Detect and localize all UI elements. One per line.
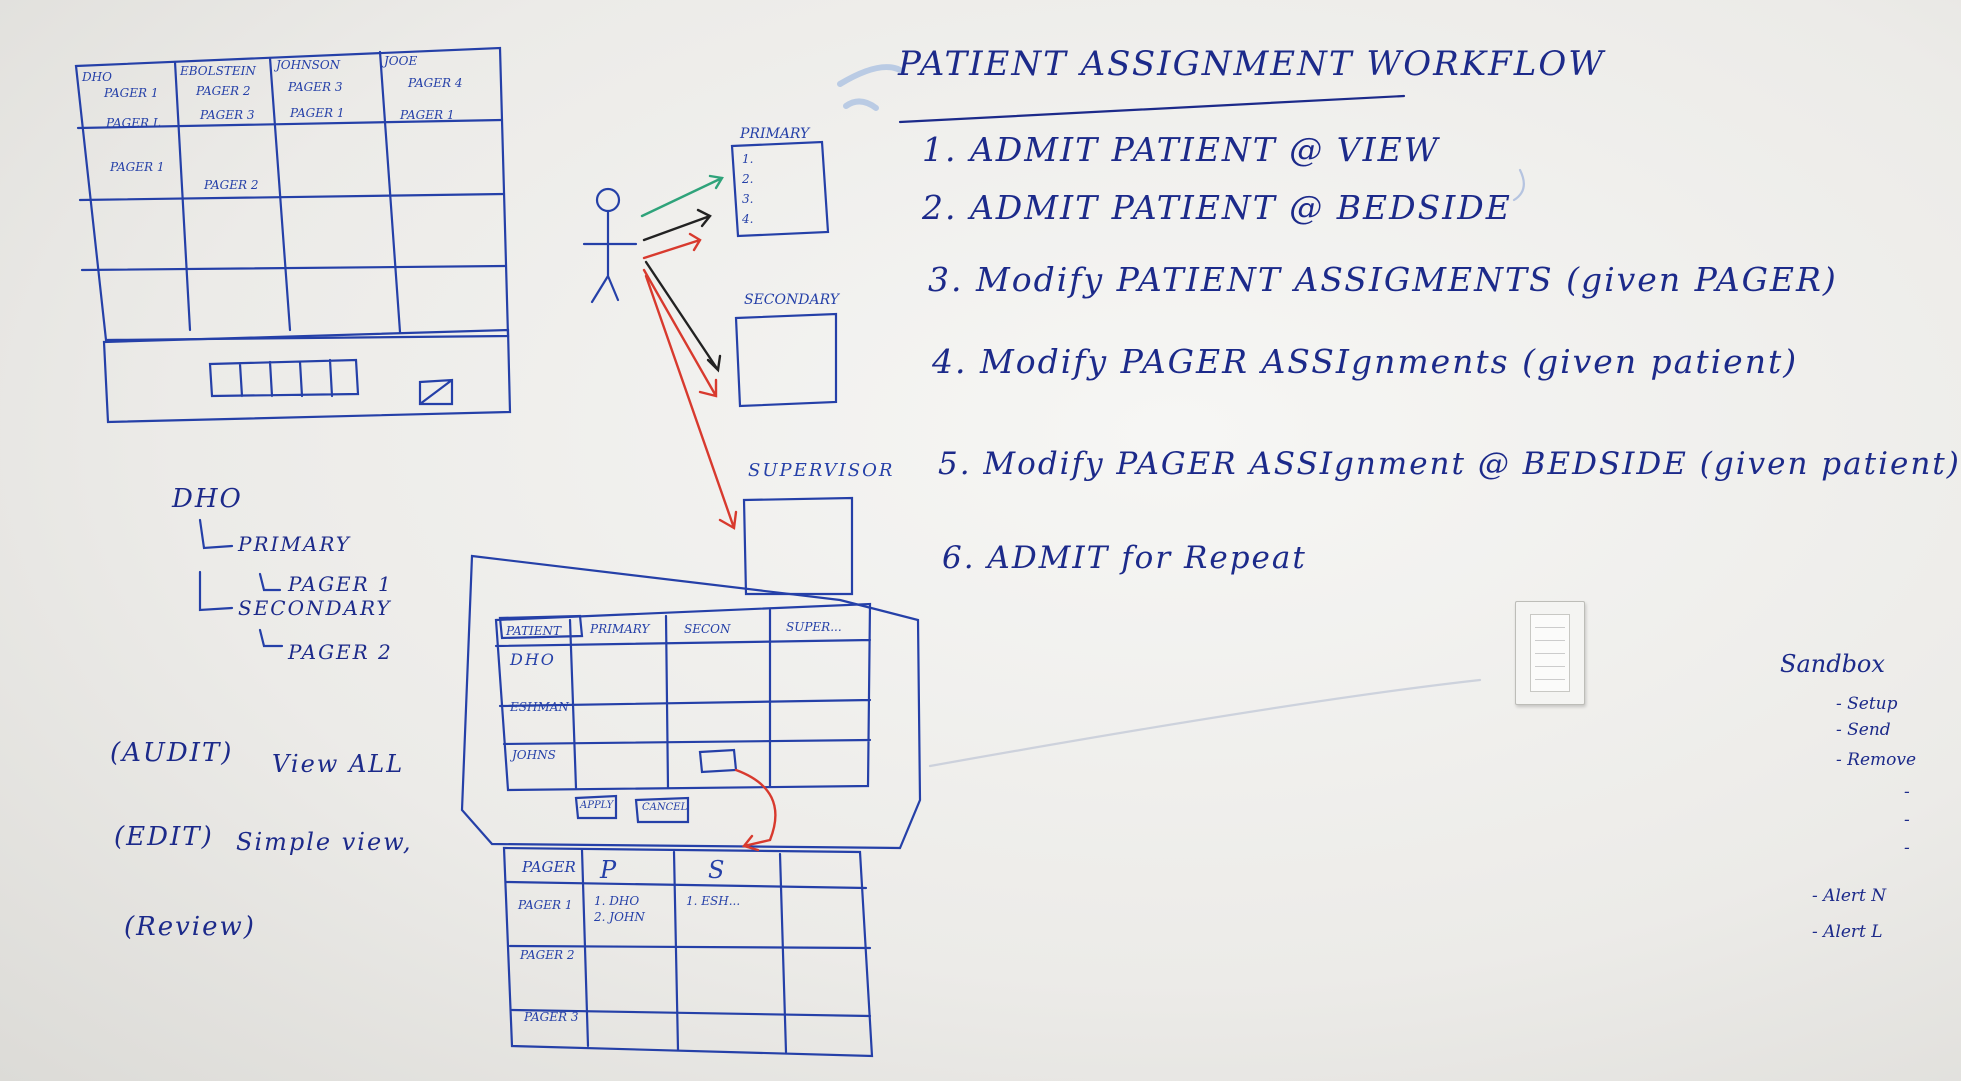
sandbox-item: - (1904, 782, 1912, 802)
pager-table-frame (502, 846, 874, 1058)
cancel-button: CANCEL (642, 802, 688, 813)
sandbox-item: - Send (1836, 720, 1891, 740)
sandbox-item: - (1904, 838, 1912, 858)
grid-cell: PAGER 1 (290, 106, 345, 120)
list-number: 1. (742, 152, 754, 166)
switch-button (1535, 618, 1565, 628)
grid-cell: PAGER L (106, 116, 161, 130)
switch-button (1535, 644, 1565, 654)
mode-desc: View ALL (272, 750, 405, 778)
pager-table-header: PAGER (522, 858, 576, 876)
hierarchy-pager2: PAGER 2 (288, 640, 393, 664)
hierarchy-root: DHO (172, 484, 243, 514)
secondary-box (734, 312, 838, 408)
grid-cell: PAGER 1 (104, 86, 159, 100)
grid-cell: PAGER 3 (200, 108, 255, 122)
sandbox-item: - Alert L (1812, 922, 1883, 942)
workflow-item: 3. Modify PATIENT ASSIGMENTS (given PAGE… (928, 260, 1838, 299)
sandbox-item: - Setup (1836, 694, 1898, 714)
secondary-label: SECONDARY (744, 292, 839, 308)
switch-button (1535, 657, 1565, 667)
whiteboard-drawing (74, 46, 1525, 1058)
primary-box (730, 140, 830, 238)
supervisor-label: SUPERVISOR (748, 460, 895, 481)
patient-row-label: JOHNS (512, 748, 556, 762)
grid-cell: PAGER 1 (110, 160, 165, 174)
mode-desc: Simple view, (236, 828, 413, 856)
patient-table-header: SUPER... (786, 620, 842, 634)
grid-cell: PAGER 1 (400, 108, 455, 122)
grid-header: JOHNSON (276, 58, 341, 72)
workflow-item: 5. Modify PAGER ASSIgnment @ BEDSIDE (gi… (938, 446, 1961, 482)
switch-plate (1530, 614, 1570, 692)
list-number: 3. (742, 192, 754, 206)
workflow-item: 2. ADMIT PATIENT @ BEDSIDE (922, 188, 1512, 227)
hierarchy-secondary: SECONDARY (238, 596, 392, 620)
workflow-item: 4. Modify PAGER ASSIgnments (given patie… (932, 342, 1799, 381)
grid-cell: PAGER 4 (408, 76, 463, 90)
patient-table-header: PRIMARY (590, 622, 650, 636)
workflow-item: 1. ADMIT PATIENT @ VIEW (922, 130, 1440, 169)
grid-cell: PAGER 3 (288, 80, 343, 94)
patient-row-label: DHO (510, 650, 556, 669)
sandbox-item: - (1904, 810, 1912, 830)
hierarchy-primary: PRIMARY (238, 532, 351, 556)
mode-label: (AUDIT) (110, 738, 234, 768)
pager-entry: 1. ESH... (686, 894, 741, 908)
pager-table-header: P (600, 856, 619, 884)
supervisor-box (742, 496, 854, 596)
grid-sketch-bar (102, 328, 512, 424)
sandbox-title: Sandbox (1780, 650, 1885, 678)
mode-label: (Review) (124, 912, 256, 942)
grid-header: JOOE (384, 54, 418, 68)
sandbox-item: - Alert N (1812, 886, 1887, 906)
patient-table-header: SECON (684, 622, 731, 636)
list-number: 4. (742, 212, 754, 226)
patient-table-frame (460, 554, 922, 850)
grid-header: EBOLSTEIN (180, 64, 256, 78)
switch-button (1535, 670, 1565, 680)
sandbox-item: - Remove (1836, 750, 1917, 770)
patient-row-label: ESHMAN (510, 700, 569, 714)
pager-row-label: PAGER 1 (518, 898, 573, 912)
list-number: 2. (742, 172, 754, 186)
workflow-item: 6. ADMIT for Repeat (942, 540, 1307, 576)
apply-button: APPLY (580, 800, 614, 811)
grid-header: DHO (82, 70, 112, 84)
pager-row-label: PAGER 3 (524, 1010, 579, 1024)
pager-table-header: S (708, 856, 727, 884)
grid-cell: PAGER 2 (196, 84, 251, 98)
grid-cell: PAGER 2 (204, 178, 259, 192)
wall-switch-panel (1515, 601, 1585, 705)
patient-table-header: PATIENT (506, 624, 561, 638)
mode-label: (EDIT) (114, 822, 214, 852)
pager-entry: 2. JOHN (594, 910, 645, 924)
pager-entry: 1. DHO (594, 894, 640, 908)
pager-row-label: PAGER 2 (520, 948, 575, 962)
workflow-title: PATIENT ASSIGNMENT WORKFLOW (898, 44, 1606, 84)
switch-button (1535, 631, 1565, 641)
primary-label: PRIMARY (740, 126, 810, 142)
hierarchy-pager1: PAGER 1 (288, 572, 393, 596)
